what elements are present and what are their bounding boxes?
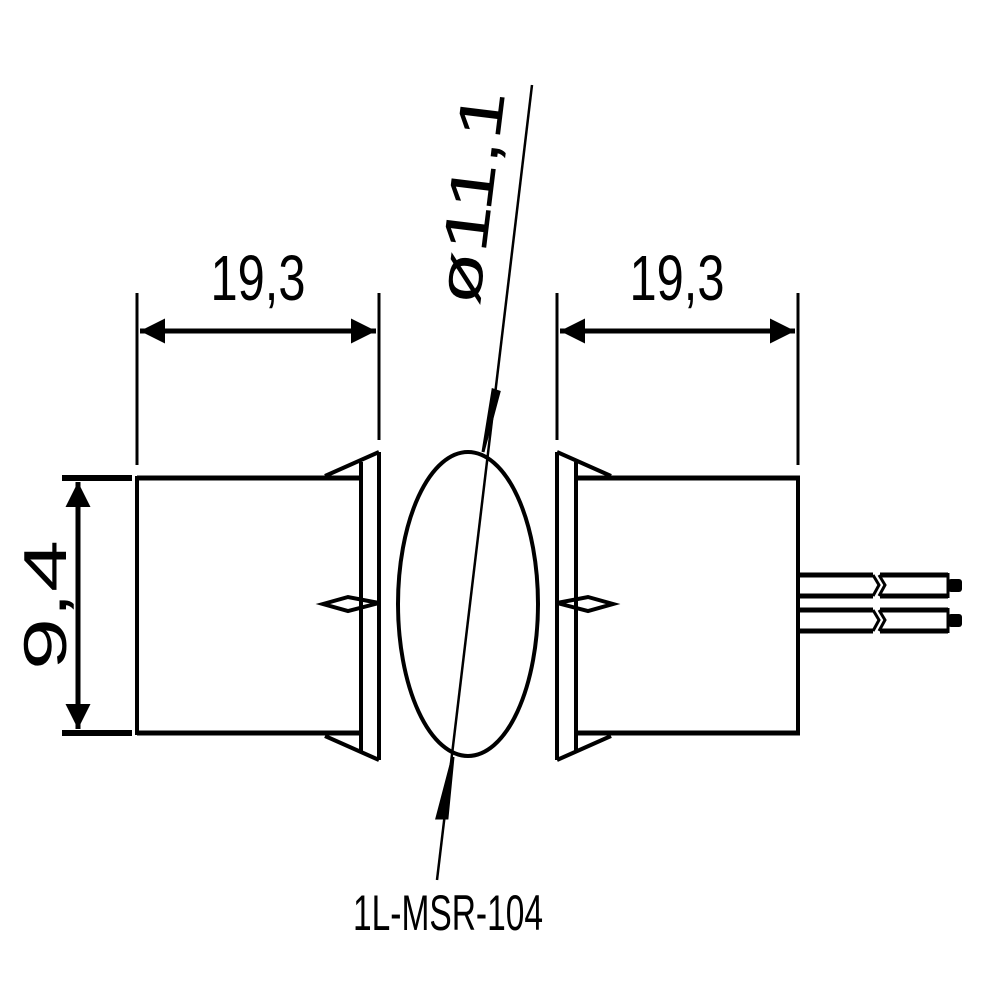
lead-wires [800,572,962,634]
height-label: 9,4 [12,540,79,670]
left-magnet-housing [135,450,381,762]
right-length-dimension [555,293,800,465]
right-switch-housing [555,450,800,762]
part-number-label: 1L-MSR-104 [353,885,543,941]
end-view-ellipse [396,450,540,758]
left-length-label: 19,3 [211,242,306,314]
left-length-dimension [135,293,381,465]
right-length-label: 19,3 [630,242,725,314]
height-dimension [62,475,132,736]
diameter-leader [435,84,534,881]
diameter-label: ø11,1 [424,87,519,309]
